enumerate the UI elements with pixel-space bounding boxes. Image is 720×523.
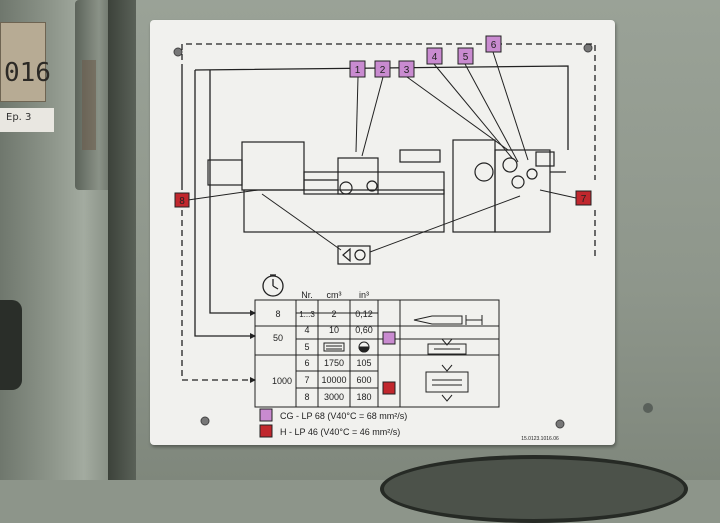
table-cell: 180: [356, 392, 371, 402]
legend-swatch: [259, 424, 273, 438]
table-cell: 8: [304, 392, 309, 402]
legend-swatch: [259, 408, 273, 422]
id-tag: [0, 22, 46, 102]
interval-value: 1000: [272, 376, 292, 386]
point-label: 4: [432, 52, 438, 63]
screw: [200, 416, 210, 426]
table-cell: 0,60: [355, 325, 373, 335]
control-knob: [0, 300, 22, 390]
table-cell: 600: [356, 375, 371, 385]
table-cell: 4: [304, 325, 309, 335]
oil-change-icon: [425, 364, 469, 402]
point-label: 5: [463, 52, 469, 63]
point-label: 2: [380, 65, 386, 76]
point-label: 6: [491, 40, 497, 51]
lubrication-table-grid: [254, 299, 500, 408]
interval-value: 8: [275, 309, 280, 319]
rust-patch: [82, 60, 96, 150]
dashed-frame: [181, 43, 596, 381]
clock-icon: [262, 274, 284, 297]
red-mark: [174, 192, 190, 208]
oil-color-square: [382, 381, 396, 395]
routing-lines: [181, 65, 569, 337]
interval-value: 50: [273, 333, 283, 343]
table-cell: 10000: [321, 375, 346, 385]
point-label-boxes: [349, 35, 502, 78]
screw: [173, 47, 183, 57]
point-label-numbers: 1 2 3 4 5 6: [355, 40, 497, 76]
table-cell: 5: [304, 342, 309, 352]
point-label: 1: [355, 65, 361, 76]
table-header: cm³: [327, 290, 342, 300]
oil-color-square: [382, 331, 396, 345]
table-header: in³: [359, 290, 369, 300]
table-cell: 3000: [324, 392, 344, 402]
oil-check-icon: [358, 341, 370, 353]
screw: [555, 419, 565, 429]
lubrication-table-text: Nr. cm³ in³ 8 1...3 2 0,12 50 4 10 0,60 …: [272, 290, 373, 402]
red-mark: [575, 190, 592, 206]
label-strip: [0, 108, 54, 132]
table-header: Nr.: [301, 290, 313, 300]
table-cell: 10: [329, 325, 339, 335]
paint-chip: [643, 403, 653, 413]
table-cell: 0,12: [355, 309, 373, 319]
oil-level-icon: [323, 342, 345, 352]
table-cell: 1750: [324, 358, 344, 368]
lubrication-diagram: 1 2 3 4 5 6 8 7 Nr. cm³ in³ 8 1...3: [173, 35, 653, 442]
legend-text: CG - LP 68 (V40°C = 68 mm²/s): [280, 411, 407, 421]
table-cell: 2: [331, 309, 336, 319]
part-number: 15.0123.1016.06: [521, 436, 559, 442]
leader-lines: [187, 51, 577, 253]
table-cell: 6: [304, 358, 309, 368]
lathe-drawing: [207, 139, 566, 233]
side-mark-label: 8: [179, 196, 185, 207]
table-cell: 1...3: [299, 310, 315, 319]
drain-symbol: [337, 245, 371, 265]
label-strip-text: Ep. 3: [6, 112, 32, 123]
side-mark-label: 7: [581, 194, 587, 205]
oil-fill-icon: [427, 338, 467, 355]
id-tag-number: 016: [4, 58, 51, 88]
table-arrows: [250, 310, 256, 383]
grease-nozzle-icon: [413, 315, 483, 325]
table-cell: 105: [356, 358, 371, 368]
point-label: 3: [404, 65, 410, 76]
screw: [583, 43, 593, 53]
table-cell: 7: [304, 375, 309, 385]
panel-gap: [108, 0, 136, 480]
legend-text: H - LP 46 (V40°C = 46 mm²/s): [280, 427, 400, 437]
